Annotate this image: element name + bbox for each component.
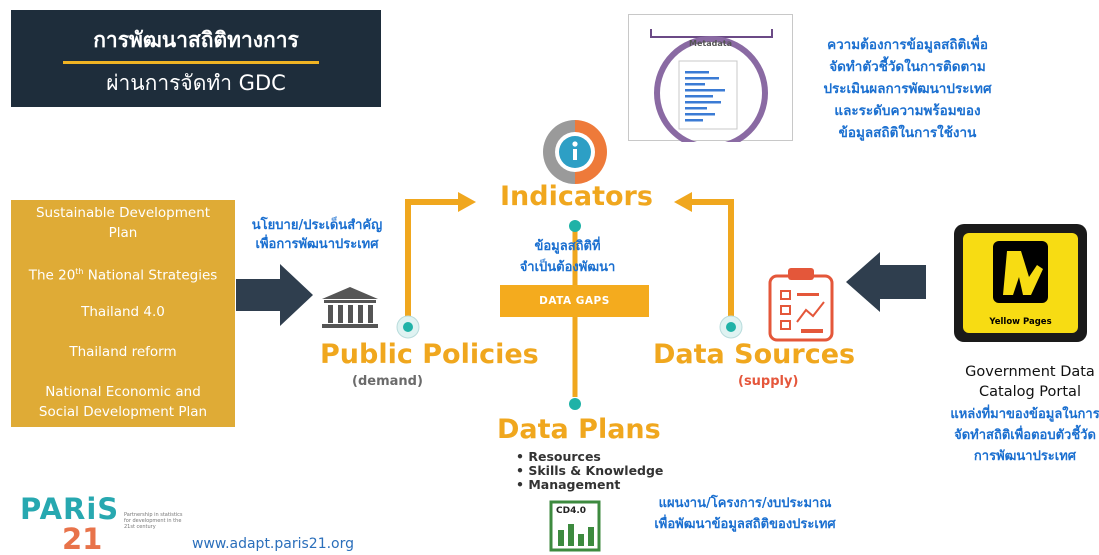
arrowhead-left-icon <box>674 192 692 212</box>
metadata-card: Metadata <box>628 14 793 142</box>
node-public-policies: Public Policies <box>320 339 539 370</box>
gov-portal-title: Government Data Catalog Portal <box>965 364 1095 400</box>
title-line-2: ผ่านการจัดทำ GDC <box>106 71 286 95</box>
arrow-left-big-icon <box>846 252 926 312</box>
plan-note: แผนงาน/โครงการ/งบประมาณ เพื่อพัฒนาข้อมูล… <box>654 496 836 532</box>
teal-ring-policies-icon <box>396 315 420 339</box>
plan-nesdp: National Economic and Social Development… <box>38 384 208 420</box>
plan-thailand-4: Thailand 4.0 <box>81 304 165 320</box>
cd-label: CD4.0 <box>556 506 587 516</box>
metadata-label: Metadata <box>689 39 732 48</box>
arrow-sources-to-indicators <box>690 199 734 320</box>
title-divider <box>63 61 319 64</box>
node-indicators: Indicators <box>500 181 653 212</box>
government-building-icon <box>322 287 378 328</box>
walking-fingers-icon <box>993 241 1048 303</box>
teal-dot-plans-icon <box>569 398 581 410</box>
clipboard-checklist-icon <box>768 268 834 342</box>
list-item: Management <box>516 478 663 492</box>
national-plans-box: Sustainable Development Plan The 20th Na… <box>11 200 235 427</box>
list-item: Resources <box>516 450 663 464</box>
metadata-icon <box>650 29 773 142</box>
plan-20-year-strategy: The 20th National Strategies <box>28 267 218 284</box>
metadata-description: ความต้องการข้อมูลสถิติเพื่อ จัดทำตัวชี้ว… <box>823 37 992 141</box>
teal-dot-indicators-icon <box>569 220 581 232</box>
list-item: Skills & Knowledge <box>516 464 663 478</box>
title-banner: การพัฒนาสถิติทางการ ผ่านการจัดทำ GDC <box>11 10 381 107</box>
teal-ring-sources-icon <box>719 315 743 339</box>
data-gaps-box: DATA GAPS <box>500 285 649 317</box>
arrowhead-right-icon <box>458 192 476 212</box>
arrow-right-big-icon <box>236 264 313 326</box>
paris21-logo: PARiS <box>20 492 120 526</box>
yellow-pages-logo: Yellow Pages <box>954 224 1087 342</box>
supply-label: (supply) <box>738 374 799 389</box>
plan-thailand-reform: Thailand reform <box>69 344 177 360</box>
plan-sdp: Sustainable Development Plan <box>35 205 211 241</box>
paris21-logo-number: 21 <box>62 522 103 555</box>
gov-portal-description: แหล่งที่มาของข้อมูลในการ จัดทำสถิติเพื่อ… <box>950 407 1099 464</box>
need-note: ข้อมูลสถิติที่ จำเป็นต้องพัฒนา <box>519 239 616 275</box>
demand-label: (demand) <box>352 374 423 389</box>
arrow-policies-to-indicators <box>405 199 460 320</box>
cd-chart-icon <box>549 500 601 552</box>
node-data-plans: Data Plans <box>497 414 661 445</box>
title-line-1: การพัฒนาสถิติทางการ <box>93 28 299 52</box>
website-link[interactable]: www.adapt.paris21.org <box>192 536 355 552</box>
paris21-tagline: Partnership in statistics for developmen… <box>124 512 183 530</box>
info-icon <box>543 120 607 184</box>
data-plans-bullets: Resources Skills & Knowledge Management <box>516 450 663 492</box>
node-data-sources: Data Sources <box>653 339 856 370</box>
policy-note: นโยบาย/ประเด็นสำคัญ เพื่อการพัฒนาประเทศ <box>251 218 383 252</box>
